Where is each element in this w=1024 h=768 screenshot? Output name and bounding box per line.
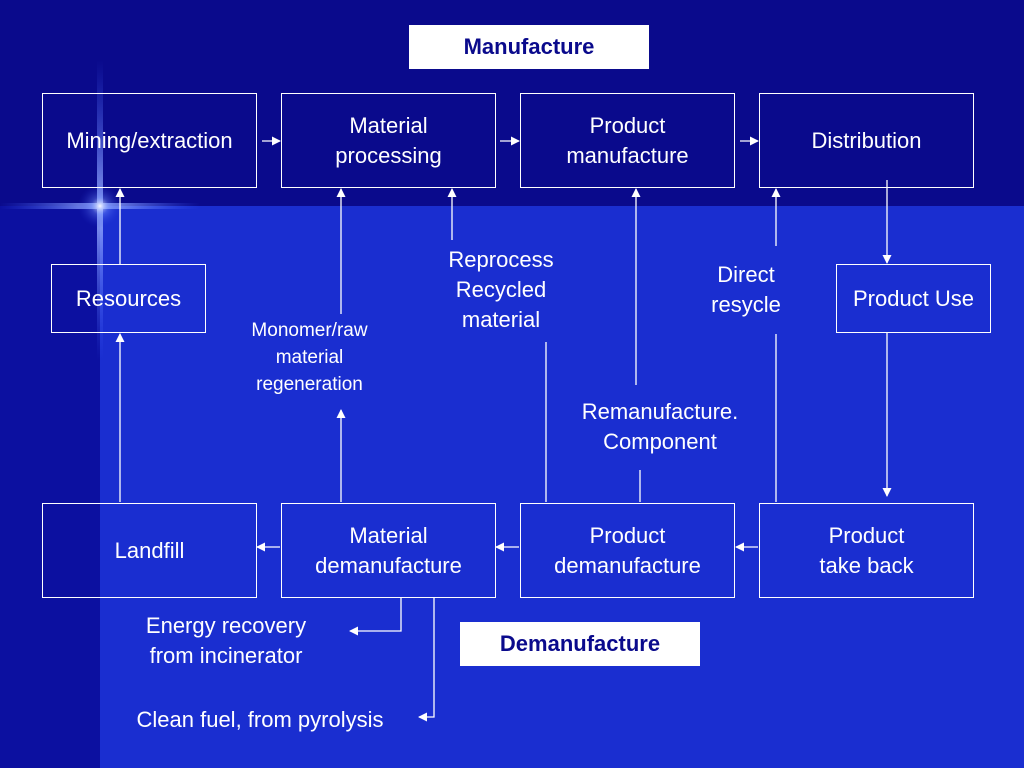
arrow-energy-recovery	[349, 598, 402, 636]
product-manufacture-box: Product manufacture	[520, 93, 735, 188]
demanufacture-title: Demanufacture	[460, 622, 700, 666]
landfill-box: Landfill	[42, 503, 257, 598]
clean-fuel-label: Clean fuel, from pyrolysis	[136, 707, 384, 732]
material-demanufacture-box: Material demanufacture	[281, 503, 496, 598]
reprocess-recycled-label: Reprocess Recycled material	[448, 247, 554, 332]
demanufacture-title-text: Demanufacture	[499, 631, 661, 656]
product-demanufacture-box: Product demanufacture	[520, 503, 735, 598]
energy-recovery-label: Energy recovery from incinerator	[145, 613, 307, 668]
material-processing-box: Material processing	[281, 93, 496, 188]
product-take-back-box: Product take back	[759, 503, 974, 598]
monomer-regeneration-label: Monomer/raw material regeneration	[251, 320, 368, 395]
resources-box: Resources	[51, 264, 206, 333]
direct-recycle-label: Direct resycle	[711, 262, 781, 317]
manufacture-title-text: Manufacture	[463, 34, 595, 59]
arrow-clean-fuel	[418, 598, 435, 722]
mining-extraction-box: Mining/extraction	[42, 93, 257, 188]
remanufacture-component-label: Remanufacture. Component	[581, 399, 739, 454]
distribution-box: Distribution	[759, 93, 974, 188]
product-use-box: Product Use	[836, 264, 991, 333]
manufacture-title: Manufacture	[409, 25, 649, 69]
